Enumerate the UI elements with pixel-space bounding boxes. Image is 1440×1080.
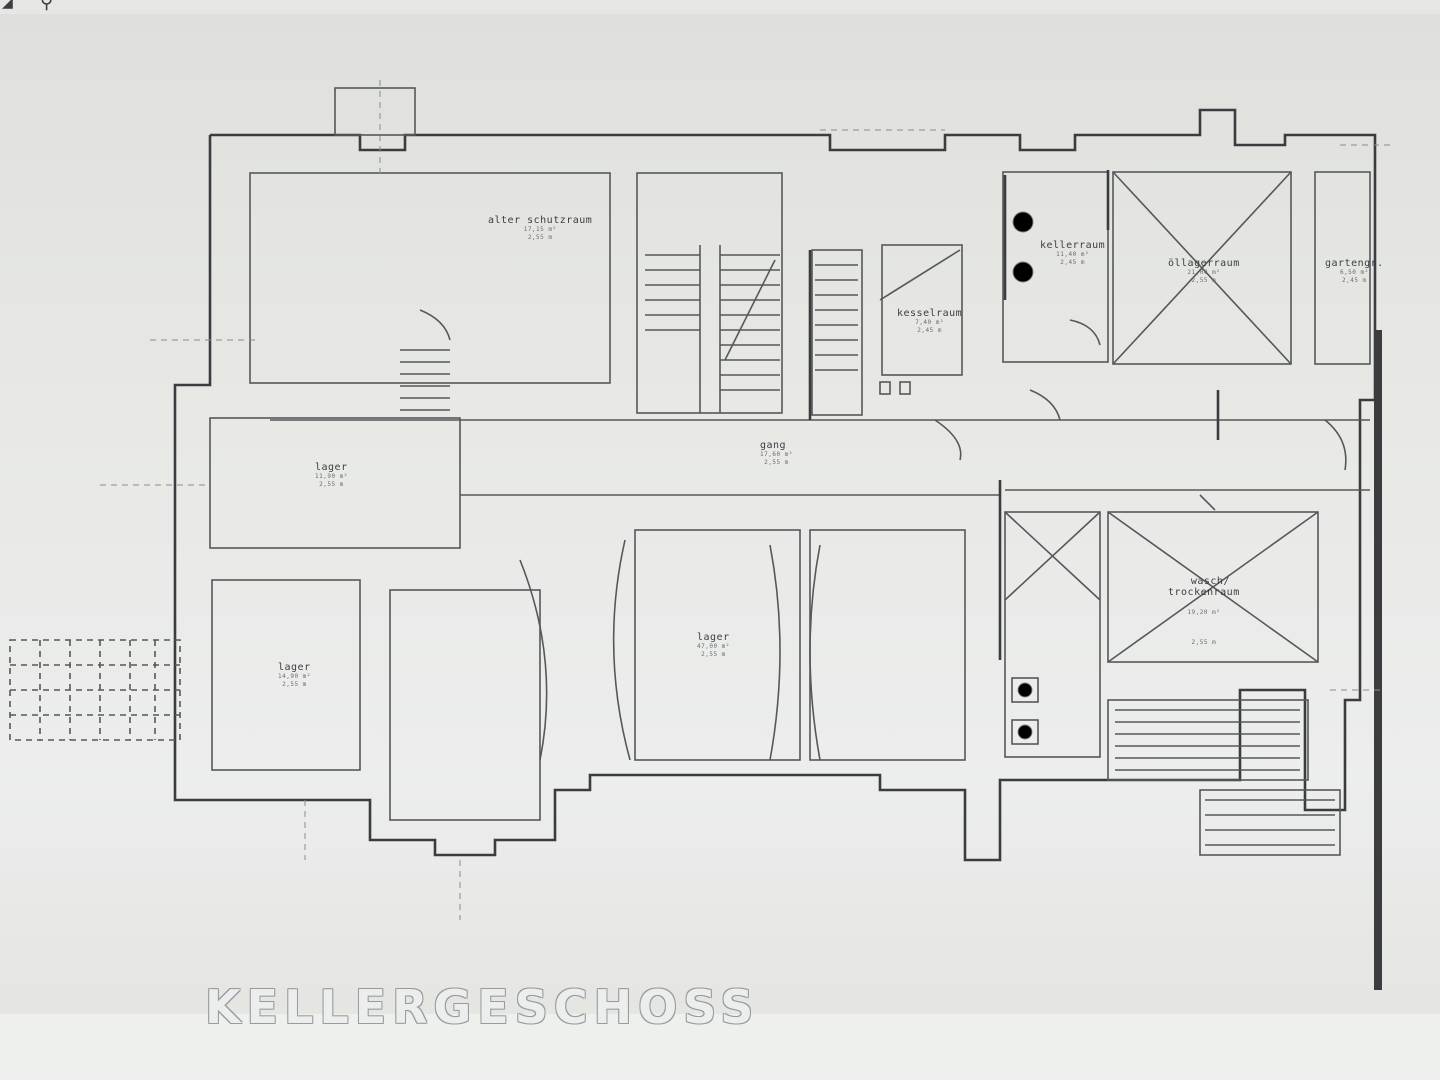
room-area: 11,40 m²	[1056, 251, 1090, 258]
monitor-screen	[0, 14, 1440, 1034]
drawing-title: KELLERGESCHOSS	[205, 980, 760, 1034]
room-kesselraum	[881, 244, 963, 376]
room-label-alter-schutzraum: alter schutzraum 17,15 m² 2,55 m	[488, 215, 593, 241]
vault-arcs	[519, 539, 821, 761]
room-label-ollagerraum: öllagerraum 21,00 m² 2,55 m	[1168, 258, 1240, 284]
monitor-frame-edge	[1374, 330, 1382, 990]
room-stair-bottom	[1107, 699, 1309, 781]
room-area: 14,90 m²	[278, 673, 311, 680]
room-lager-3-mid	[634, 529, 801, 761]
room-diagonals	[879, 171, 1319, 663]
stairs-kessel	[815, 264, 858, 371]
room-label-wasch: wasch/ trockenraum 19,20 m² 2,55 m	[1168, 576, 1240, 646]
room-area: 21,00 m²	[1187, 269, 1221, 276]
room-height: 2,45 m	[1060, 259, 1085, 266]
room-lager-1	[209, 417, 461, 549]
room-height: 2,45 m	[917, 327, 942, 334]
room-height: 2,55 m	[764, 459, 789, 466]
room-label-lager-2: lager 14,90 m² 2,55 m	[278, 662, 311, 688]
search-icon[interactable]: ⚲	[40, 0, 54, 13]
room-label-gartengr: gartengr. 6,50 m² 2,45 m	[1325, 258, 1384, 284]
room-utility	[1004, 511, 1101, 758]
room-ollagerraum	[1112, 171, 1292, 365]
room-height: 2,55 m	[1191, 277, 1217, 284]
room-stair-top	[636, 172, 783, 414]
room-area: 7,40 m²	[915, 319, 944, 326]
room-label-gang: gang 17,60 m² 2,55 m	[760, 440, 793, 466]
door-swings	[419, 309, 1347, 511]
room-area: 19,20 m²	[1187, 609, 1221, 616]
stairs-top	[645, 245, 780, 413]
stairs-small	[400, 349, 450, 411]
room-kellerraum	[1002, 171, 1109, 363]
chimney	[334, 87, 416, 136]
appliances	[879, 211, 1039, 745]
room-wasch	[1107, 511, 1319, 663]
room-area: 11,90 m²	[315, 473, 348, 480]
monitor-bezel	[0, 1014, 1440, 1080]
room-height: 2,55 m	[1191, 639, 1217, 646]
toolbar-glyph-icon: ◢	[2, 0, 13, 13]
browser-toolbar: ⚲ ◢	[0, 0, 1440, 14]
outer-wall	[173, 108, 1377, 862]
room-label-kesselraum: kesselraum 7,40 m² 2,45 m	[897, 308, 963, 334]
room-area: 47,00 m²	[697, 643, 730, 650]
room-stair-left	[811, 249, 863, 416]
room-area: 6,50 m²	[1339, 269, 1369, 276]
room-lager-2	[211, 579, 361, 771]
room-label-kellerraum: kellerraum 11,40 m² 2,45 m	[1040, 240, 1106, 266]
room-height: 2,45 m	[1342, 277, 1367, 284]
room-gartengr	[1314, 171, 1371, 365]
room-height: 2,55 m	[527, 234, 553, 241]
room-alter-schutzraum	[249, 172, 611, 384]
stairs-bottom	[1115, 709, 1341, 856]
room-area: 17,15 m²	[523, 226, 557, 233]
room-label-lager-1: lager 11,90 m² 2,55 m	[315, 462, 348, 488]
exterior-steps-left	[9, 639, 181, 741]
room-lager-3-right	[809, 529, 966, 761]
room-height: 2,55 m	[701, 651, 726, 658]
room-height: 2,55 m	[282, 681, 307, 688]
room-area: 17,60 m²	[760, 451, 793, 458]
room-height: 2,55 m	[319, 481, 344, 488]
room-lager-3-left	[389, 589, 541, 821]
room-label-lager-3: lager 47,00 m² 2,55 m	[697, 632, 730, 658]
